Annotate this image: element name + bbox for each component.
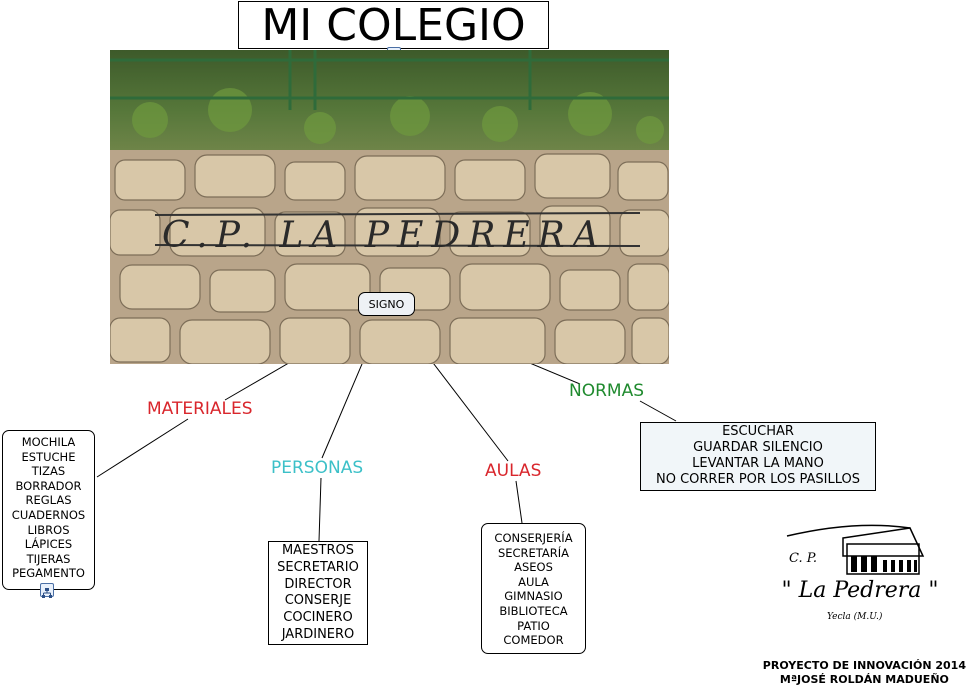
list-item: NO CORRER POR LOS PASILLOS	[641, 472, 875, 488]
list-item: BIBLIOTECA	[482, 604, 585, 619]
list-item: CONSERJERÍA	[482, 531, 585, 546]
list-item: TIJERAS	[3, 552, 94, 567]
normas-list-box[interactable]: ESCUCHAR GUARDAR SILENCIO LEVANTAR LA MA…	[640, 422, 876, 491]
sign-inscription: C.P. LA PEDRERA	[162, 215, 607, 256]
line-personas-box	[319, 478, 321, 541]
school-logo: C. P. " La Pedrera " Yecla (M.U.)	[775, 518, 945, 633]
list-item: LEVANTAR LA MANO	[641, 456, 875, 472]
list-item: COMEDOR	[482, 633, 585, 648]
list-item: SECRETARÍA	[482, 546, 585, 561]
list-item: JARDINERO	[269, 627, 367, 644]
list-item: PEGAMENTO	[3, 566, 94, 581]
footer-credits: PROYECTO DE INNOVACIÓN 2014 MªJOSÉ ROLDÁ…	[763, 659, 966, 687]
list-item: PATIO	[482, 619, 585, 634]
list-item: ASEOS	[482, 560, 585, 575]
logo-prefix: C. P.	[789, 551, 817, 566]
footer-project: PROYECTO DE INNOVACIÓN 2014	[763, 659, 966, 673]
submap-icon[interactable]	[40, 583, 54, 597]
branch-label-aulas[interactable]: AULAS	[485, 461, 541, 481]
list-item: LÁPICES	[3, 537, 94, 552]
list-item: REGLAS	[3, 493, 94, 508]
footer-author: MªJOSÉ ROLDÁN MADUEÑO	[763, 673, 966, 687]
branch-label-normas[interactable]: NORMAS	[569, 381, 644, 401]
aulas-list-box[interactable]: CONSERJERÍA SECRETARÍA ASEOS AULA GIMNAS…	[481, 523, 586, 654]
list-item: BORRADOR	[3, 479, 94, 494]
list-item: AULA	[482, 575, 585, 590]
center-node-signo[interactable]: SIGNO	[358, 292, 415, 316]
personas-list-box[interactable]: MAESTROS SECRETARIO DIRECTOR CONSERJE CO…	[268, 541, 368, 645]
list-item: TIZAS	[3, 464, 94, 479]
list-item: MOCHILA	[3, 435, 94, 450]
list-item: ESCUCHAR	[641, 424, 875, 440]
branch-label-personas[interactable]: PERSONAS	[271, 458, 363, 478]
branch-label-materiales[interactable]: MATERIALES	[147, 399, 253, 419]
list-item: ESTUCHE	[3, 450, 94, 465]
list-item: CUADERNOS	[3, 508, 94, 523]
logo-name: " La Pedrera "	[775, 578, 945, 603]
list-item: COCINERO	[269, 610, 367, 627]
list-item: SECRETARIO	[269, 560, 367, 577]
line-normas-box	[640, 401, 676, 421]
line-materiales-box	[97, 419, 188, 477]
materiales-list-box[interactable]: MOCHILA ESTUCHE TIZAS BORRADOR REGLAS CU…	[2, 430, 95, 590]
list-item: GIMNASIO	[482, 589, 585, 604]
logo-place: Yecla (M.U.)	[827, 612, 882, 622]
list-item: CONSERJE	[269, 593, 367, 610]
list-item: LIBROS	[3, 523, 94, 538]
list-item: GUARDAR SILENCIO	[641, 440, 875, 456]
page-title: MI COLEGIO	[238, 1, 549, 49]
list-item: MAESTROS	[269, 543, 367, 560]
line-aulas-box	[516, 481, 522, 523]
list-item: DIRECTOR	[269, 577, 367, 594]
